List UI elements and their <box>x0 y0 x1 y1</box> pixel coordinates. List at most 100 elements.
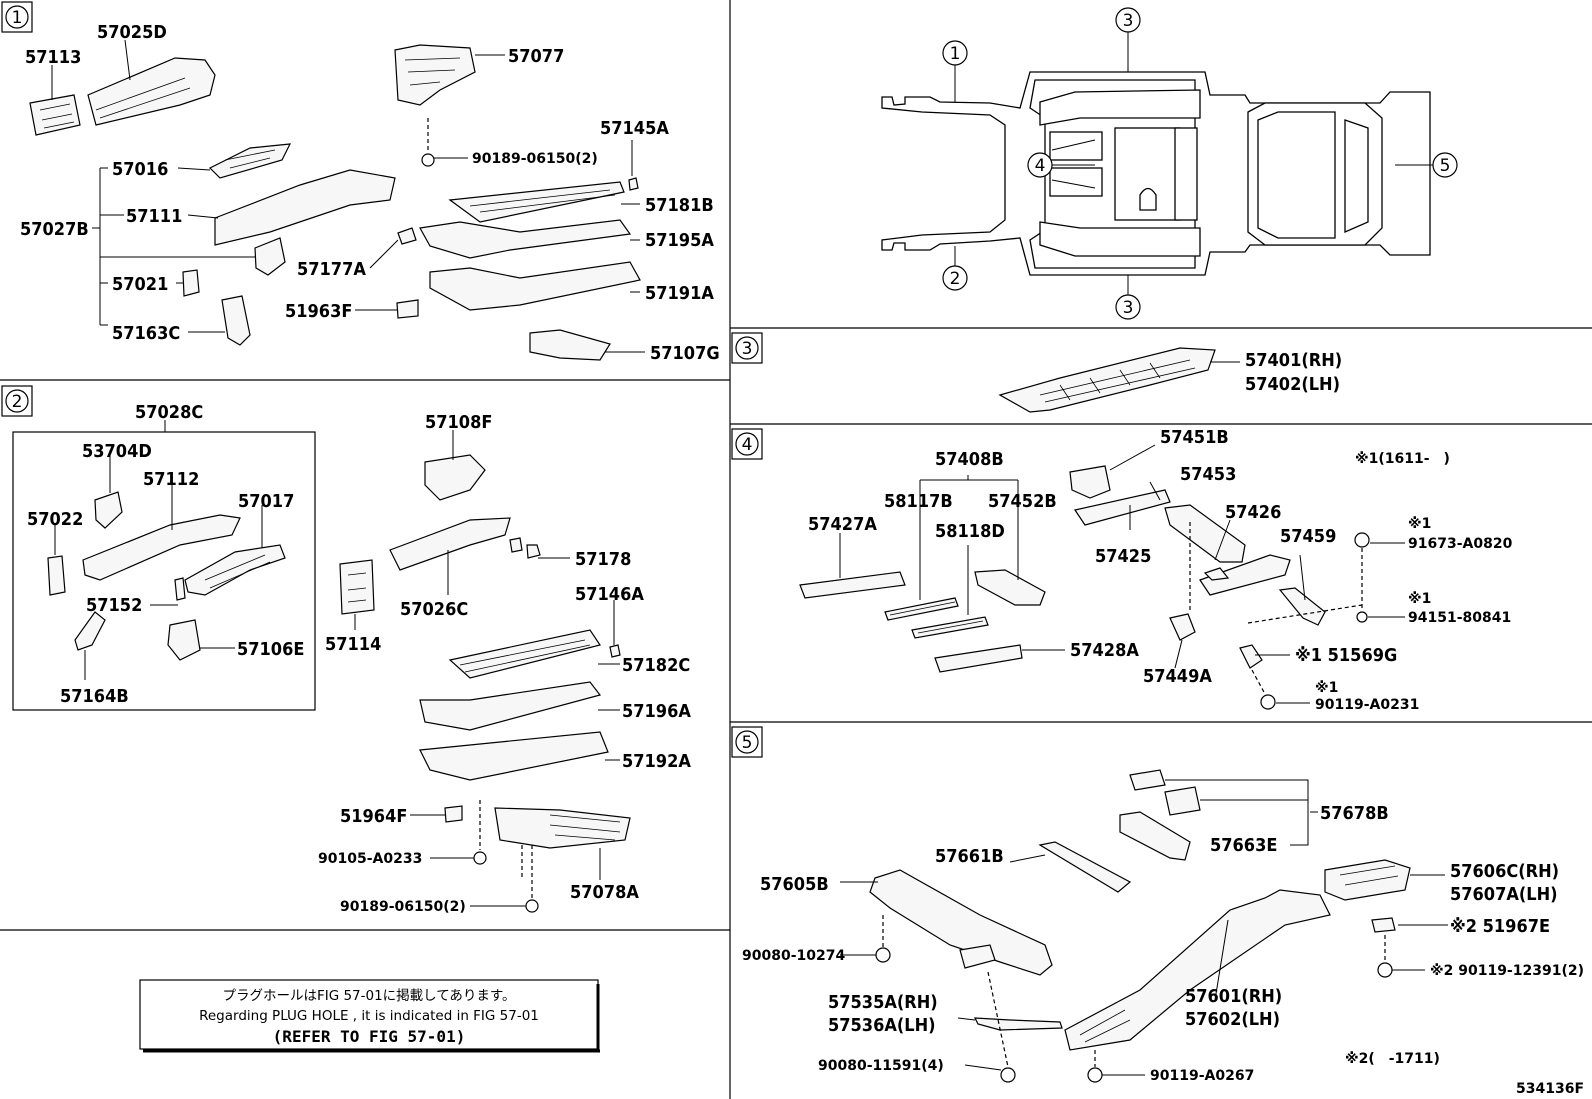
chassis-overview: 3 1 4 5 2 3 <box>881 7 1458 320</box>
part-label: 57178 <box>575 549 631 570</box>
part-label: 57152 <box>86 595 142 616</box>
section-3-marker: 3 <box>731 332 763 364</box>
part-label: 4 <box>742 435 753 455</box>
part-label: 57164B <box>60 686 129 707</box>
part-label: 91673-A0820 <box>1408 536 1513 552</box>
section-5-marker: 5 <box>731 726 763 758</box>
part-label: 57663E <box>1210 835 1277 856</box>
part-label: 57114 <box>325 634 381 655</box>
part-label: 57449A <box>1143 666 1212 687</box>
part-label: 57428A <box>1070 640 1139 661</box>
overview-callout-4: 4 <box>1027 139 1096 189</box>
part-label: 57427A <box>808 514 877 535</box>
part-label: 2 <box>12 392 23 412</box>
part-label: 3 <box>742 339 753 359</box>
part-label: 57195A <box>645 230 714 251</box>
part-label: ※1 51569G <box>1295 645 1397 666</box>
part-label: 3 <box>1123 11 1134 31</box>
overview-callout-3-bottom: 3 <box>1115 275 1141 320</box>
part-label: 5 <box>742 733 753 753</box>
part-label: ※1 <box>1315 680 1338 696</box>
part-label: 58118D <box>935 521 1005 542</box>
note-box: プラグホールはFIG 57-01に掲載してあります。 Regarding PLU… <box>139 979 600 1053</box>
part-label: 57402(LH) <box>1245 374 1340 395</box>
section-5: 57678B 57663E 57661B 57605B 57606C(RH) 5… <box>742 769 1584 1084</box>
part-label: Regarding PLUG HOLE , it is indicated in… <box>199 1008 539 1024</box>
part-label: 57459 <box>1280 526 1336 547</box>
part-label: 57163C <box>112 323 180 344</box>
part-label: 57026C <box>400 599 468 620</box>
part-label: 57536A(LH) <box>828 1015 936 1036</box>
part-label: 90080-11591(4) <box>818 1058 944 1074</box>
part-label: 5 <box>1440 156 1451 176</box>
part-label: 4 <box>1035 156 1046 176</box>
section-3: 57401(RH) 57402(LH) <box>998 347 1342 413</box>
part-label: 57021 <box>112 274 168 295</box>
part-label: 57192A <box>622 751 691 772</box>
section-4-marker: 4 <box>731 428 763 460</box>
part-label: 57182C <box>622 655 690 676</box>
part-label: 57145A <box>600 118 669 139</box>
part-label: 57453 <box>1180 464 1236 485</box>
section-2: 57028C 53704D 57112 57017 57022 57152 57… <box>12 402 691 915</box>
part-label: 51964F <box>340 806 407 827</box>
overview-callout-1: 1 <box>942 40 968 102</box>
part-label: ※2 90119-12391(2) <box>1430 963 1584 979</box>
part-label: 57451B <box>1160 427 1229 448</box>
section-1-marker: 1 <box>1 1 33 33</box>
part-label: 57177A <box>297 259 366 280</box>
part-label: 57401(RH) <box>1245 350 1342 371</box>
section-4: 57451B 57408B ※1(1611- ) 58117B 57452B 5… <box>799 427 1513 713</box>
part-label: 57535A(RH) <box>828 992 938 1013</box>
part-label: 57016 <box>112 159 168 180</box>
part-label: ※1 <box>1408 516 1431 532</box>
part-label: 57678B <box>1320 803 1389 824</box>
part-label: 57191A <box>645 283 714 304</box>
overview-callout-5: 5 <box>1395 152 1458 178</box>
part-label: 57113 <box>25 47 81 68</box>
part-label: ※1 <box>1408 591 1431 607</box>
part-label: 57112 <box>143 469 199 490</box>
part-label: 57601(RH) <box>1185 986 1282 1007</box>
part-label: 57077 <box>508 46 564 67</box>
part-label: 57607A(LH) <box>1450 884 1558 905</box>
section-2-marker: 2 <box>1 385 33 417</box>
part-label: 57605B <box>760 874 829 895</box>
part-label: 57408B <box>935 449 1004 470</box>
part-label: 51963F <box>285 301 352 322</box>
part-label: 90189-06150(2) <box>472 151 598 167</box>
part-label: ※1(1611- ) <box>1355 451 1450 467</box>
part-label: 57027B <box>20 219 89 240</box>
part-label: 90189-06150(2) <box>340 899 466 915</box>
part-label: ※2( -1711) <box>1345 1051 1440 1067</box>
part-label: (REFER TO FIG 57-01) <box>273 1027 466 1046</box>
part-label: 2 <box>950 269 961 289</box>
part-label: 1 <box>950 44 961 64</box>
overview-callout-3-top: 3 <box>1115 7 1141 72</box>
part-label: 57017 <box>238 491 294 512</box>
part-label: 90119-A0231 <box>1315 697 1419 713</box>
part-label: 57108F <box>425 412 492 433</box>
part-label: 57078A <box>570 882 639 903</box>
figure-id: 534136F <box>1516 1081 1584 1097</box>
part-label: 90105-A0233 <box>318 851 422 867</box>
part-label: 90119-A0267 <box>1150 1068 1254 1084</box>
part-label: 90080-10274 <box>742 948 845 964</box>
part-label: プラグホールはFIG 57-01に掲載してあります。 <box>222 988 515 1004</box>
part-label: 57111 <box>126 206 182 227</box>
part-label: ※2 51967E <box>1450 916 1550 937</box>
part-label: 1 <box>12 8 23 28</box>
part-label: 53704D <box>82 441 152 462</box>
part-label: 57196A <box>622 701 691 722</box>
part-label: 58117B <box>884 491 953 512</box>
part-label: 57602(LH) <box>1185 1009 1280 1030</box>
part-label: 57426 <box>1225 502 1281 523</box>
part-label: 57022 <box>27 509 83 530</box>
part-label: 57107G <box>650 343 720 364</box>
part-label: 94151-80841 <box>1408 610 1511 626</box>
part-label: 57028C <box>135 402 203 423</box>
part-label: 57452B <box>988 491 1057 512</box>
part-label: 57606C(RH) <box>1450 861 1559 882</box>
